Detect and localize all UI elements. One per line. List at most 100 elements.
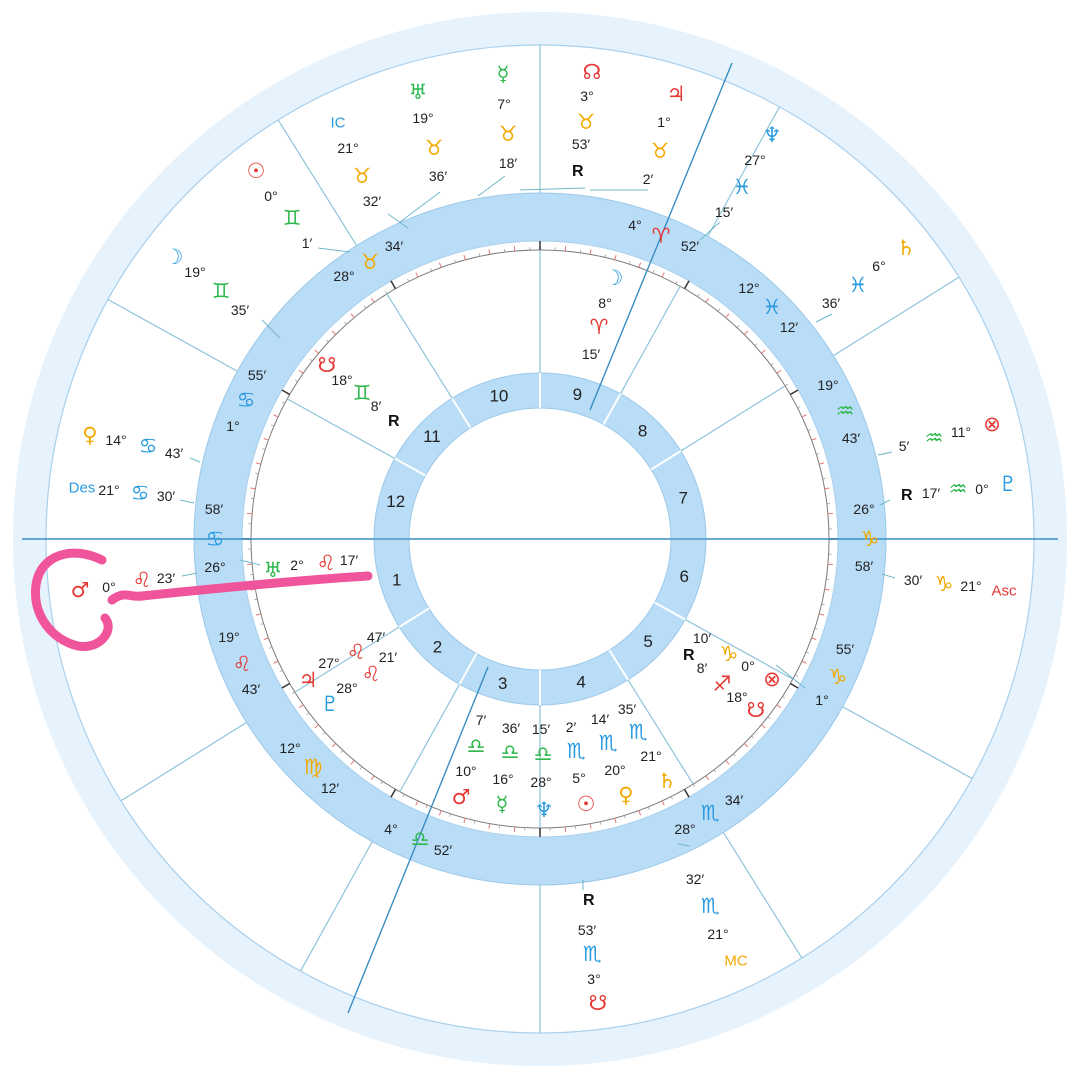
- leader-lines: [179, 175, 896, 890]
- pisces-icon: ♓: [763, 295, 782, 319]
- svg-text:53′: 53′: [572, 136, 591, 152]
- degree-tick: [725, 760, 730, 765]
- degree-tick: [298, 704, 304, 709]
- svg-text:15′: 15′: [582, 346, 601, 362]
- degree-tick: [614, 254, 617, 260]
- svg-text:14°: 14°: [105, 432, 126, 448]
- house-number-4: 4: [576, 673, 585, 692]
- house-number-12: 12: [386, 492, 405, 511]
- minor-tick: [814, 627, 818, 630]
- sun-outer: ☉ 0° ♊ 1′: [247, 159, 313, 251]
- retrograde-mark: R: [572, 163, 584, 180]
- aquarius-icon: ♒: [925, 426, 944, 450]
- minor-tick: [294, 379, 298, 382]
- degree-tick: [255, 613, 261, 616]
- svg-text:58′: 58′: [855, 558, 874, 574]
- mc-axis-upper: [589, 62, 733, 411]
- house-number-3: 3: [498, 674, 507, 693]
- degree-tick: [350, 760, 355, 765]
- gemini-icon: ♊: [283, 206, 302, 230]
- svg-text:28°: 28°: [674, 821, 695, 837]
- minor-tick: [717, 308, 721, 312]
- taurus-icon: ♉: [425, 136, 444, 160]
- degree-tick: [314, 724, 319, 729]
- degree-tick: [370, 297, 375, 303]
- minor-tick: [816, 453, 820, 455]
- degree-tick: [824, 487, 830, 490]
- ic-axis-lower: [347, 666, 489, 1014]
- libra-icon: ♎: [534, 742, 553, 766]
- venus-icon: ♀: [618, 783, 633, 807]
- scorpio-icon: ♏: [583, 942, 602, 966]
- minor-tick: [733, 753, 736, 757]
- ring-cusp-labels: 4° ♈ 52′ 28° ♉ 34′ 55′ ♋ 1° 58′ ♋ 26° 19…: [204, 217, 879, 858]
- house-ring-divider: [458, 653, 478, 685]
- house-number-10: 10: [489, 386, 508, 405]
- svg-text:21°: 21°: [98, 482, 119, 498]
- svg-text:27°: 27°: [318, 655, 339, 671]
- svg-text:3°: 3°: [587, 971, 600, 987]
- svg-text:34′: 34′: [385, 238, 404, 254]
- retrograde-mark: R: [683, 647, 695, 664]
- aries-icon: ♈: [652, 224, 671, 248]
- venus-outer: ♀ 14° ♋ 43′: [82, 423, 183, 461]
- degree-tick: [725, 313, 730, 318]
- house-line-inner: [399, 683, 461, 793]
- scorpio-icon: ♏: [701, 801, 720, 825]
- house-line-inner: [286, 398, 396, 460]
- minor-tick: [454, 259, 456, 263]
- inner-house-lines: [286, 250, 794, 828]
- leo-icon: ♌: [362, 662, 381, 686]
- degree-tick: [273, 414, 279, 418]
- degree-tick: [811, 637, 817, 641]
- aquarius-icon: ♒: [836, 399, 855, 423]
- moon-icon: ☽: [605, 266, 624, 290]
- svg-text:43′: 43′: [165, 445, 184, 461]
- svg-text:26°: 26°: [204, 559, 225, 575]
- degree-tick: [705, 775, 710, 781]
- minor-tick: [784, 383, 788, 387]
- north-node-icon: ☊: [583, 60, 602, 84]
- minor-tick: [425, 804, 428, 808]
- degree-tick: [683, 280, 690, 290]
- degree-tick: [661, 272, 665, 278]
- house-line-outer: [722, 832, 803, 959]
- leo-icon: ♌: [133, 568, 152, 592]
- degree-tick: [281, 389, 291, 396]
- house-line-inner: [619, 285, 681, 395]
- house-ring-divider: [654, 601, 686, 621]
- svg-text:30′: 30′: [904, 572, 923, 588]
- degree-tick: [463, 818, 466, 824]
- house-ring-divider: [451, 397, 472, 429]
- house-line-inner: [386, 293, 453, 399]
- pluto-icon: ♇: [321, 692, 340, 716]
- svg-text:21°: 21°: [337, 140, 358, 156]
- scorpio-icon: ♏: [567, 739, 586, 763]
- minor-tick: [255, 472, 259, 475]
- minor-tick: [822, 477, 826, 480]
- degree-tick: [801, 414, 807, 418]
- svg-text:5°: 5°: [572, 770, 585, 786]
- degree-tick: [488, 249, 491, 255]
- house-line-outer: [299, 841, 373, 972]
- svg-text:0°: 0°: [102, 579, 115, 595]
- svg-text:2′: 2′: [643, 171, 654, 187]
- minor-tick: [380, 781, 383, 785]
- degree-tick: [314, 349, 319, 354]
- svg-text:36′: 36′: [429, 168, 448, 184]
- minor-tick: [675, 280, 678, 285]
- svg-text:47′: 47′: [367, 629, 386, 645]
- minor-tick: [736, 325, 740, 328]
- degree-tick: [250, 487, 256, 490]
- pisces-icon: ♓: [733, 175, 752, 199]
- svg-text:21°: 21°: [640, 748, 661, 764]
- svg-text:36′: 36′: [822, 295, 841, 311]
- degree-tick: [263, 437, 269, 441]
- svg-text:18°: 18°: [726, 689, 747, 705]
- mc-label: MC: [724, 953, 747, 970]
- house-line-outer: [842, 706, 973, 780]
- svg-text:18′: 18′: [499, 155, 518, 171]
- des-label: Des: [69, 480, 96, 497]
- house-line-outer: [107, 298, 238, 372]
- svg-text:58′: 58′: [205, 501, 224, 517]
